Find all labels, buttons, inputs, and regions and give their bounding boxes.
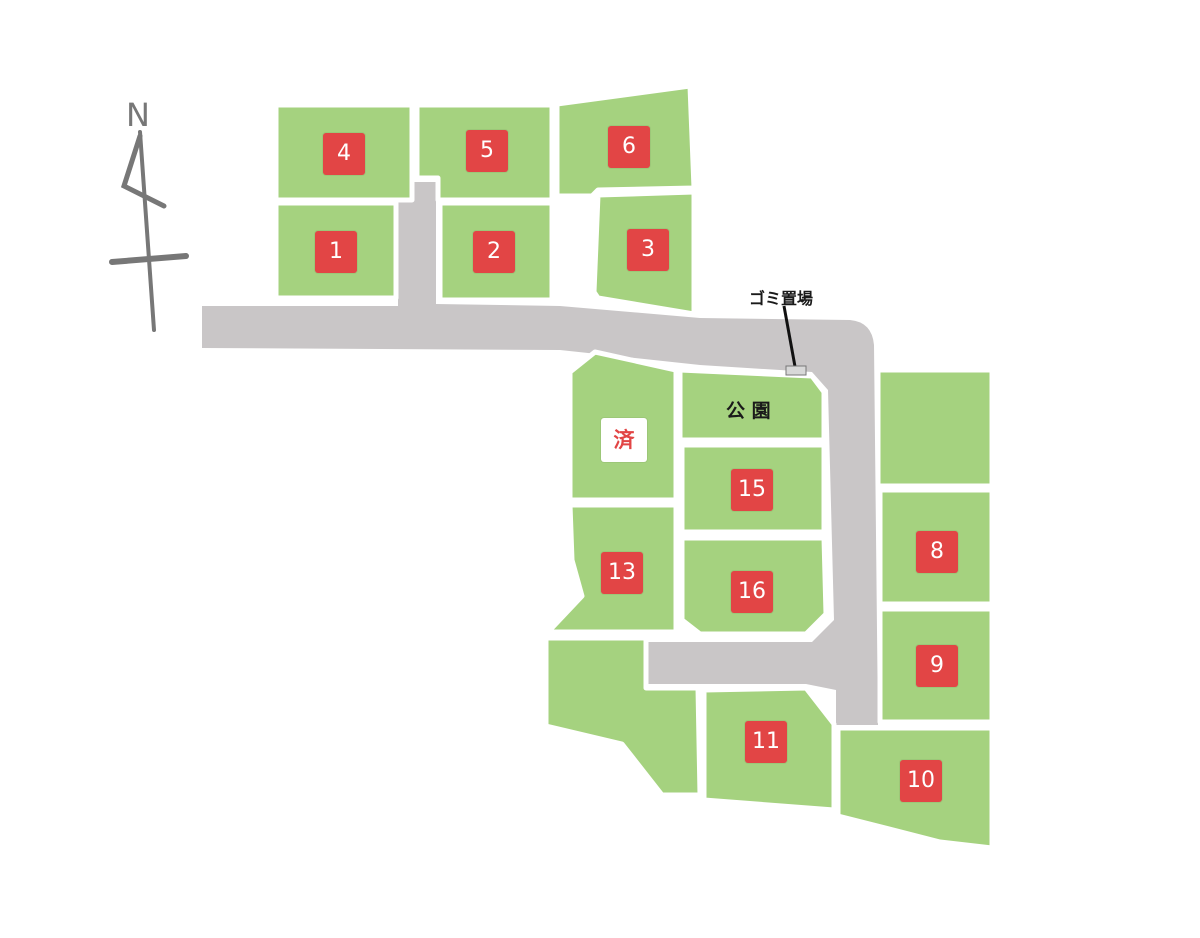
east-top-parcel (875, 367, 995, 489)
lot-badge[interactable]: 3 (627, 229, 669, 271)
lot-badge[interactable]: 10 (900, 760, 942, 802)
lot-badge[interactable]: 1 (315, 231, 357, 273)
lot-badge[interactable]: 9 (916, 645, 958, 687)
compass-north-label: N (126, 96, 150, 134)
north-block (273, 83, 697, 317)
lot-badge[interactable]: 11 (745, 721, 787, 763)
lot-badge[interactable]: 4 (323, 133, 365, 175)
central-block (545, 349, 829, 637)
park-label: 公 園 (726, 400, 771, 422)
lot-badge[interactable]: 13 (601, 552, 643, 594)
compass-arrow-icon (109, 130, 189, 332)
lot-badge[interactable]: 15 (731, 469, 773, 511)
lot-badge[interactable]: 5 (466, 130, 508, 172)
sold-badge[interactable]: 済 (601, 418, 647, 462)
garbage-leader-line (782, 305, 798, 373)
lot-badge[interactable]: 6 (608, 126, 650, 168)
garbage-spot (785, 365, 807, 376)
road (202, 182, 878, 725)
southwest-parcel (543, 635, 703, 798)
lot-badge[interactable]: 2 (473, 231, 515, 273)
lot-badge[interactable]: 8 (916, 531, 958, 573)
garbage-label: ゴミ置場 (749, 289, 814, 308)
lot-badge[interactable]: 16 (731, 571, 773, 613)
